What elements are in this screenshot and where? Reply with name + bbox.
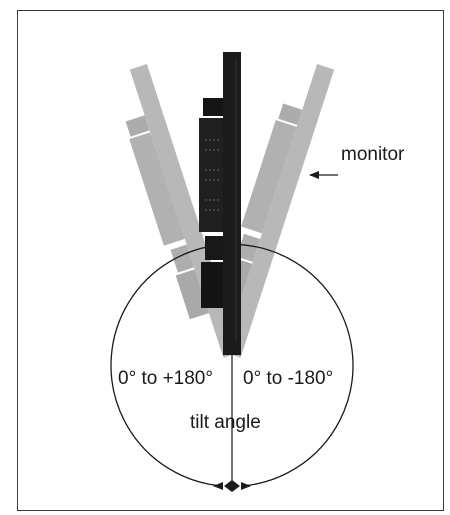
monitor-upright [199, 52, 241, 355]
left-range-label: 0° to +180° [118, 368, 213, 389]
tilt-angle-label: tilt angle [190, 412, 261, 433]
monitor-tilted-right [218, 64, 335, 358]
right-range-label: 0° to -180° [243, 368, 334, 389]
tip-right [232, 480, 240, 492]
monitor-label: monitor [341, 144, 405, 165]
tip-left [224, 480, 232, 492]
